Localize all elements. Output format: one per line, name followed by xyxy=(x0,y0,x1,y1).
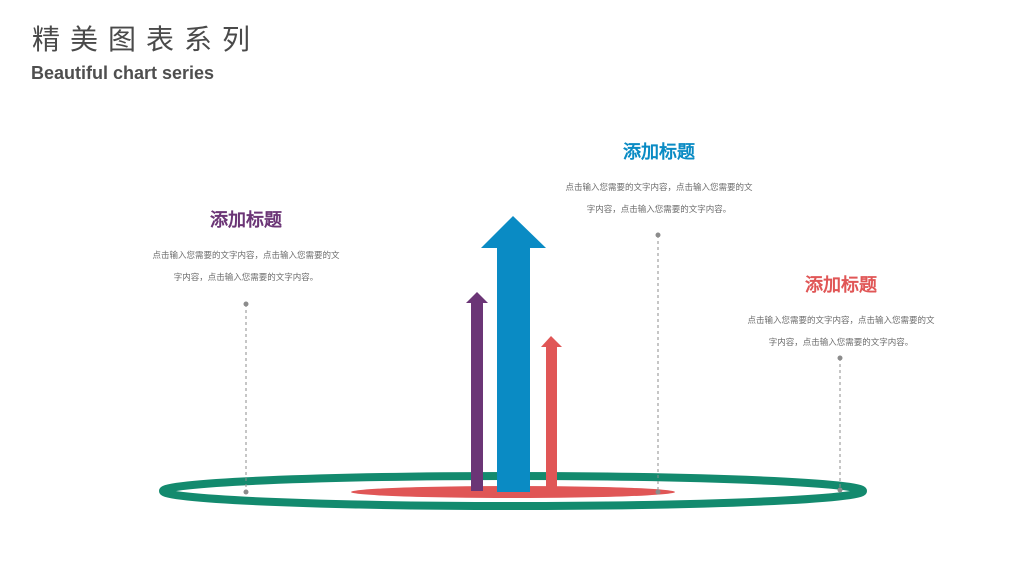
connector-left-top-dot xyxy=(243,301,249,307)
text-block-left: 添加标题 点击输入您需要的文字内容，点击输入您需要的文 字内容，点击输入您需要的… xyxy=(146,209,346,289)
block-title: 添加标题 xyxy=(623,142,695,163)
block-body-line: 点击输入您需要的文字内容，点击输入您需要的文 xyxy=(747,316,935,326)
purple-arrow-icon xyxy=(466,292,488,491)
connector-center-bottom-dot xyxy=(655,489,661,495)
red-arrow-icon xyxy=(541,336,562,491)
block-title: 添加标题 xyxy=(210,210,282,231)
block-body-line: 字内容，点击输入您需要的文字内容。 xyxy=(768,338,914,348)
block-body-line: 字内容，点击输入您需要的文字内容。 xyxy=(586,205,732,215)
block-body-line: 点击输入您需要的文字内容，点击输入您需要的文 xyxy=(152,251,340,261)
block-body-line: 点击输入您需要的文字内容，点击输入您需要的文 xyxy=(565,183,753,193)
page-subtitle: Beautiful chart series xyxy=(31,63,215,83)
block-title: 添加标题 xyxy=(805,275,877,296)
connector-left-bottom-dot xyxy=(243,489,249,495)
connector-right-top-dot xyxy=(837,355,843,361)
page-title: 精美图表系列 xyxy=(32,23,261,56)
block-body-line: 字内容，点击输入您需要的文字内容。 xyxy=(173,273,319,283)
text-block-center: 添加标题 点击输入您需要的文字内容，点击输入您需要的文 字内容，点击输入您需要的… xyxy=(559,141,759,221)
text-block-right: 添加标题 点击输入您需要的文字内容，点击输入您需要的文 字内容，点击输入您需要的… xyxy=(741,274,941,354)
blue-arrow-icon xyxy=(481,216,546,492)
connector-center-top-dot xyxy=(655,232,661,238)
connector-right-bottom-dot xyxy=(837,487,843,493)
